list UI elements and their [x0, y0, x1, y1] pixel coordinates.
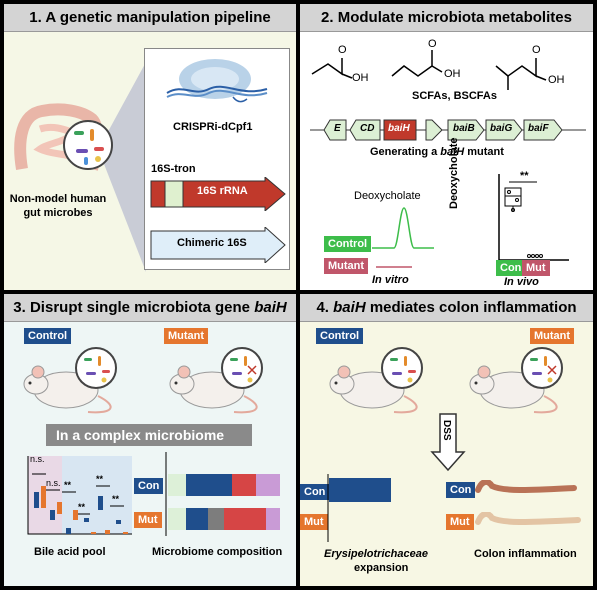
bai-gene-cluster — [310, 119, 586, 141]
mutant-colon-icon — [475, 512, 581, 525]
mutant-caption-prefix: Generating a — [370, 146, 441, 158]
gene-baib: baiB — [453, 123, 475, 134]
panel-disrupt: 3. Disrupt single microbiota gene baiH C… — [4, 294, 296, 586]
panel-pipeline: 1. A genetic manipulation pipeline Non-m… — [4, 4, 296, 290]
y-axis-label: Deoxycholate — [448, 137, 460, 209]
mut-tag: Mut — [134, 512, 162, 528]
con-tag: Con — [300, 484, 330, 500]
panel-1-title: 1. A genetic manipulation pipeline — [4, 4, 296, 32]
ns-label-1: n.s. — [30, 454, 45, 464]
gene-e: E — [334, 123, 341, 134]
colon-label: Colon inflammation — [474, 548, 577, 560]
mutant-caption-gene: baiH — [440, 146, 465, 158]
panel-4-title-gene: baiH — [333, 299, 366, 316]
tron-label: 16S-tron — [151, 163, 196, 175]
mutant-caption-suffix: mutant — [464, 146, 504, 158]
dss-label: DSS — [441, 420, 452, 441]
mutant-tag: Mutant — [530, 328, 575, 344]
gene-baih: baiH — [388, 123, 410, 134]
banner-label: In a complex microbiome — [56, 427, 225, 443]
con-tag: Con — [496, 260, 526, 276]
gut-microbes-label: Non-model human gut microbes — [9, 193, 107, 219]
o-label-3: O — [532, 44, 541, 56]
scfa-molecules — [311, 50, 547, 90]
mutant-mouse-icon — [469, 347, 563, 414]
panel-4-title-suffix: mediates colon inflammation — [365, 299, 577, 316]
chimeric-arrow — [150, 227, 286, 263]
ery-label: Erysipelotrichaceae — [324, 548, 428, 560]
control-colon-icon — [475, 480, 577, 493]
dss-arrow — [430, 413, 466, 472]
panel-3-title-gene: baiH — [254, 299, 287, 316]
microbe-magnifier-icon — [63, 120, 113, 170]
control-tag: Control — [316, 328, 364, 344]
sig-label-3: ** — [96, 474, 104, 484]
oh-label-3: OH — [548, 74, 565, 86]
gene-baif: baiF — [528, 123, 549, 134]
composition-label: Microbiome composition — [152, 546, 283, 558]
panel-3-title: 3. Disrupt single microbiota gene baiH — [4, 294, 296, 322]
chimeric-label: Chimeric 16S — [177, 237, 247, 249]
mut-tag: Mut — [522, 260, 550, 276]
colon-con-tag: Con — [446, 482, 476, 498]
in-vivo-boxplot — [498, 174, 569, 261]
panel-3-title-prefix: 3. Disrupt single microbiota gene — [13, 299, 255, 316]
chromatogram-peak — [372, 207, 434, 249]
sig-label: ** — [520, 170, 529, 182]
bile-acid-chart — [27, 456, 132, 535]
rrna-label: 16S rRNA — [197, 185, 248, 197]
control-mouse-icon — [23, 347, 117, 414]
sig-label-4: ** — [112, 494, 120, 504]
sig-label-2: ** — [78, 502, 86, 512]
scfa-label: SCFAs, BSCFAs — [412, 90, 497, 102]
mutant-flat-line — [376, 266, 412, 268]
panel-2-title: 2. Modulate microbiota metabolites — [300, 4, 593, 32]
ns-label-2: n.s. — [46, 478, 61, 488]
oh-label-2: OH — [444, 68, 461, 80]
mutant-caption: Generating a baiH mutant — [370, 146, 504, 158]
sig-label-1: ** — [64, 480, 72, 490]
crispr-label: CRISPRi-dCpf1 — [173, 121, 253, 133]
deoxycholate-title: Deoxycholate — [354, 190, 421, 202]
con-tag: Con — [134, 478, 164, 494]
pipeline-box: CRISPRi-dCpf1 16S-tron 16S rRNA Chimeric… — [144, 48, 290, 270]
control-mouse-icon — [329, 347, 423, 414]
oh-label-1: OH — [352, 72, 369, 84]
panel-4-title: 4. baiH mediates colon inflammation — [300, 294, 593, 322]
panel-4-title-prefix: 4. — [316, 299, 334, 316]
expansion-label: expansion — [354, 562, 409, 574]
complex-microbiome-banner — [46, 424, 252, 446]
control-tag: Control — [324, 236, 372, 252]
dcpf1-protein-icon — [166, 59, 268, 103]
mut-tag: Mut — [300, 514, 328, 530]
rrna-arrow — [150, 177, 286, 211]
gene-cd: CD — [360, 123, 375, 134]
colon-mut-tag: Mut — [446, 514, 474, 530]
panel-inflammation: 4. baiH mediates colon inflammation Cont… — [300, 294, 593, 586]
control-tag: Control — [24, 328, 72, 344]
gene-baig: baiG — [490, 123, 513, 134]
microbiome-composition-chart — [165, 452, 280, 536]
o-label-1: O — [338, 44, 347, 56]
in-vitro-label: In vitro — [372, 274, 409, 286]
bile-acid-label: Bile acid pool — [34, 546, 106, 558]
ery-bar-chart — [327, 474, 391, 542]
panel-metabolites: 2. Modulate microbiota metabolites O OH … — [300, 4, 593, 290]
mutant-mouse-icon — [169, 347, 263, 414]
mutant-tag: Mutant — [324, 258, 369, 274]
mutant-tag: Mutant — [164, 328, 209, 344]
in-vivo-label: In vivo — [504, 276, 539, 288]
o-label-2: O — [428, 38, 437, 50]
